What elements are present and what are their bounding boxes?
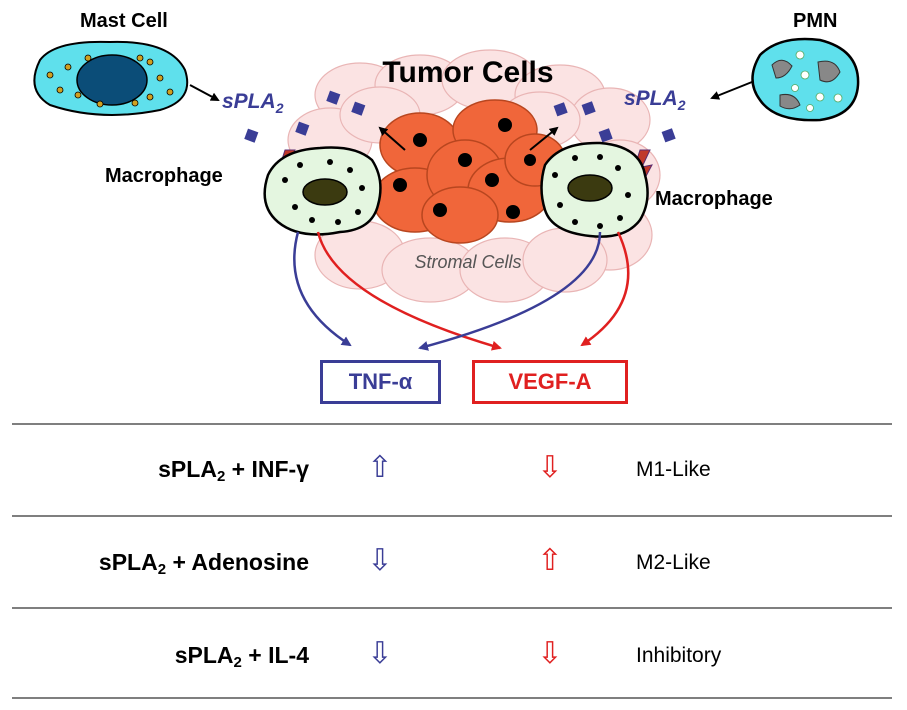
- title-tumor-cells: Tumor Cells: [382, 56, 553, 89]
- table-row-label: sPLA2 + Adenosine: [98, 549, 309, 578]
- vegf-down-arrow: ⇩: [537, 636, 563, 671]
- macrophage-right-label: Macrophage: [655, 188, 773, 210]
- arrow-right-macrophage-to-tnf: [418, 231, 602, 351]
- tnf-down-arrow: ⇩: [367, 543, 393, 578]
- tumor-arrow-right: [529, 126, 559, 151]
- stromal-cells-label: Stromal Cells: [414, 252, 521, 272]
- spla2-particles: [244, 90, 676, 143]
- spla2-right-label: sPLA2: [624, 87, 686, 113]
- macrophage-right-cell: [540, 141, 649, 238]
- macrophage-left-label: Macrophage: [105, 165, 223, 187]
- result-label: M2-Like: [636, 551, 711, 574]
- tumor-nuclei: [393, 118, 536, 219]
- pmn-label: PMN: [793, 10, 837, 32]
- vegf-down-arrow: ⇩: [537, 450, 563, 485]
- table-divider-1: [12, 515, 892, 517]
- tnf-up-arrow: ⇧: [367, 450, 393, 485]
- mast-cell-label: Mast Cell: [80, 10, 168, 32]
- tnf-down-arrow: ⇩: [367, 636, 393, 671]
- tnf-alpha-box: TNF-α: [320, 360, 441, 404]
- mast-cell: [33, 40, 189, 116]
- arrow-left-macrophage-to-tnf: [293, 231, 352, 347]
- result-label: Inhibitory: [636, 644, 722, 667]
- table-row-label: sPLA2 + INF-γ: [158, 456, 309, 485]
- spla2-left-label: sPLA2: [222, 90, 284, 116]
- table-divider-bottom: [12, 697, 892, 699]
- tumor-arrow-left: [378, 126, 406, 151]
- table-row-label: sPLA2 + IL-4: [174, 642, 309, 671]
- macrophage-left-cell: [263, 146, 382, 236]
- vegf-up-arrow: ⇧: [537, 543, 563, 578]
- table-divider-top: [12, 423, 892, 425]
- pmn-cell: [751, 37, 860, 122]
- table-divider-2: [12, 607, 892, 609]
- pmn-arrow: [710, 81, 753, 100]
- arrow-right-macrophage-to-vegf: [580, 231, 630, 347]
- result-label: M1-Like: [636, 458, 711, 481]
- vegf-a-box: VEGF-A: [472, 360, 628, 404]
- mast-cell-arrow: [189, 84, 220, 101]
